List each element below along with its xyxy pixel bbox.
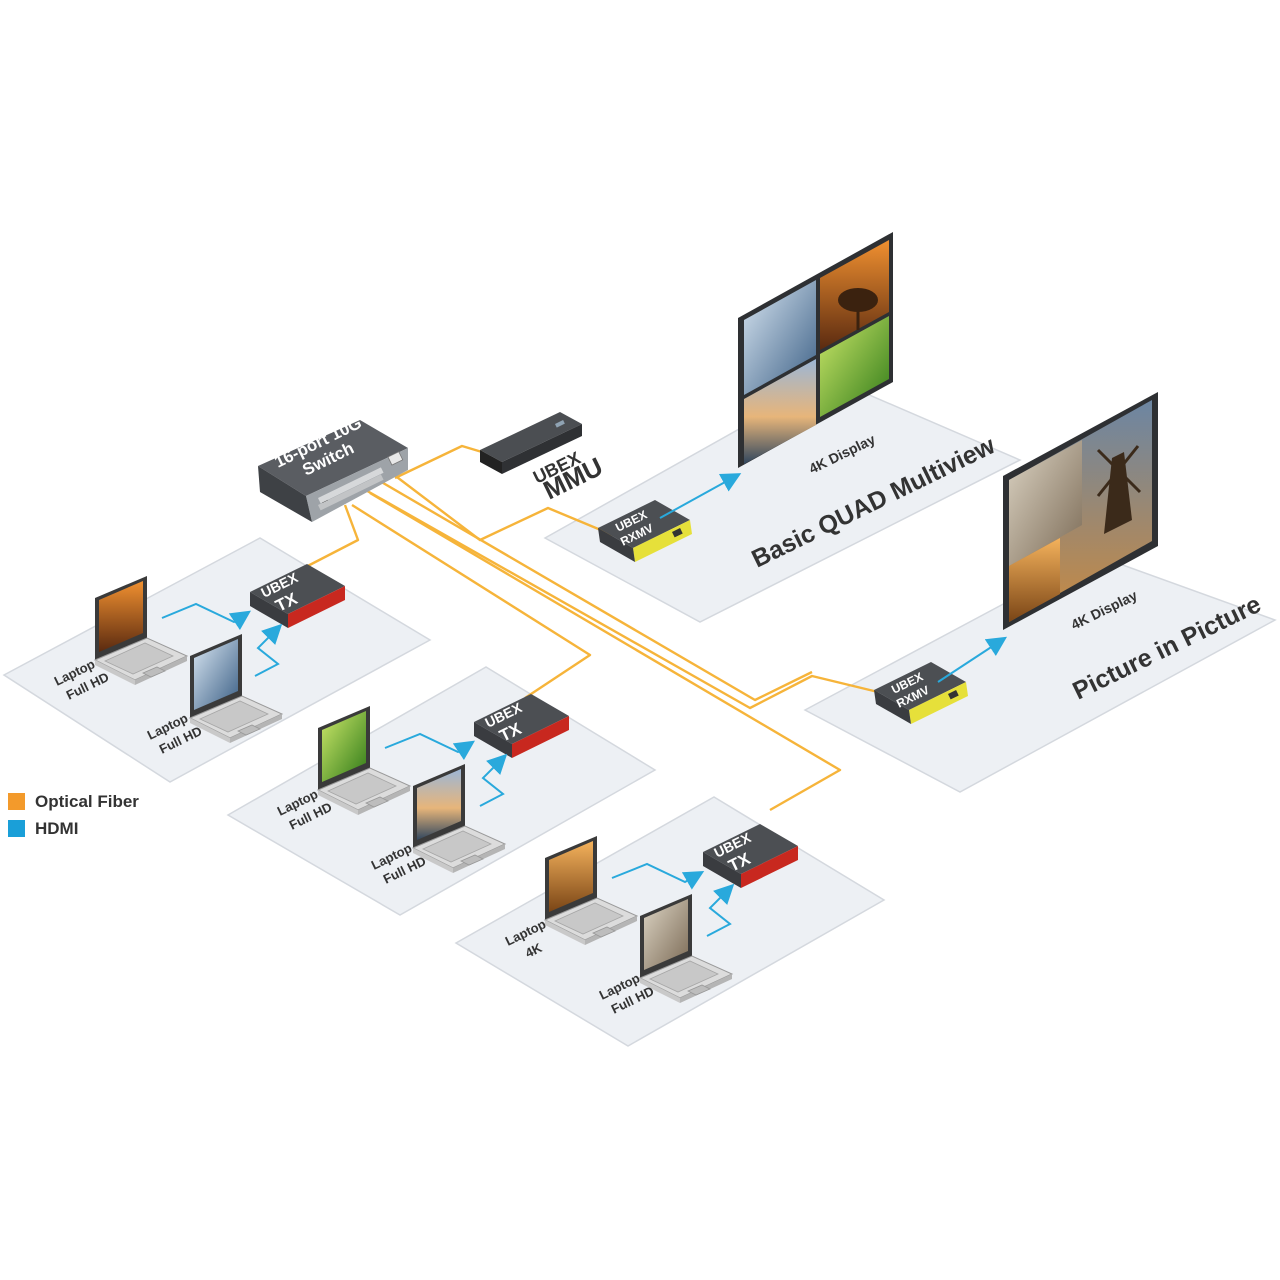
legend-label-fiber: Optical Fiber xyxy=(35,791,139,811)
ubex-rxmv-pip[interactable]: UBEX RXMV xyxy=(874,662,968,724)
fiber-switch-tx3 xyxy=(369,491,842,812)
fiber-switch-rxmv-quad xyxy=(384,467,621,542)
laptop-screen xyxy=(644,899,688,970)
quad-image-lake xyxy=(744,359,816,464)
fiber-switch-tx1 xyxy=(295,504,360,574)
laptop-group3-a xyxy=(544,835,638,946)
group3-laptop-a-line2: 4K xyxy=(523,940,545,961)
laptop-group3-b xyxy=(639,893,733,1004)
hdmi-group3 xyxy=(611,862,735,937)
hdmi-group1 xyxy=(161,602,283,677)
ubex-mmu-device[interactable] xyxy=(480,412,582,474)
quad-image-leaf xyxy=(820,316,889,417)
network-switch[interactable]: 16-port 10G Switch xyxy=(258,413,408,522)
laptop-screen xyxy=(549,841,593,912)
legend-swatch-fiber xyxy=(8,793,25,810)
quad-4k-display xyxy=(738,232,893,468)
legend-item-fiber: Optical Fiber xyxy=(8,788,139,815)
laptop-screen xyxy=(194,639,238,710)
quad-image-trees xyxy=(744,280,816,395)
pip-4k-display xyxy=(1003,392,1158,630)
laptop-group1-b xyxy=(189,633,283,744)
switch-ports xyxy=(317,467,384,511)
laptop-group1-a xyxy=(94,575,188,686)
ubex-rxmv-quad[interactable]: UBEX RXMV xyxy=(598,500,692,562)
laptop-screen xyxy=(99,581,143,652)
hdmi-rxmv-pip-display xyxy=(937,636,1008,683)
fiber-links xyxy=(295,444,879,812)
legend-swatch-hdmi xyxy=(8,820,25,837)
platform-pip xyxy=(803,554,1277,793)
laptop-screen xyxy=(417,769,461,840)
legend-item-hdmi: HDMI xyxy=(8,815,139,842)
pip-image-pier xyxy=(1009,440,1082,566)
laptop-group2-a xyxy=(317,705,411,816)
platform-quad xyxy=(543,377,1022,623)
fiber-switch-tx2 xyxy=(351,503,592,700)
legend: Optical Fiber HDMI xyxy=(8,788,139,842)
fiber-switch-rxmv-pip xyxy=(361,486,879,710)
laptop-screen xyxy=(322,711,366,782)
hdmi-rxmv-quad-display xyxy=(659,473,742,519)
legend-label-hdmi: HDMI xyxy=(35,818,79,838)
hdmi-group2 xyxy=(384,732,508,807)
fiber-switch-mmu xyxy=(394,444,483,480)
laptop-group2-b xyxy=(412,763,506,874)
